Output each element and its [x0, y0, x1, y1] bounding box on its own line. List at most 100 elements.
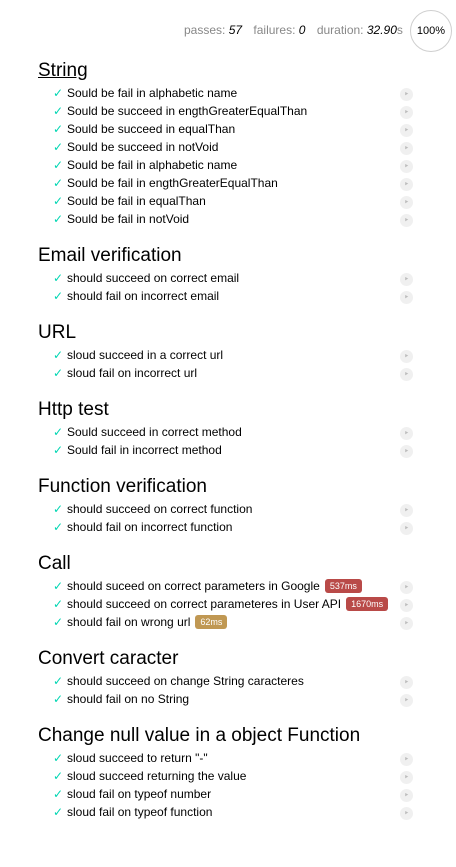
test-title-wrap[interactable]: should succeed on change String caracter…	[67, 672, 304, 690]
test-title[interactable]: sloud fail on typeof number	[67, 787, 212, 801]
test-title[interactable]: Sould succeed in correct method	[67, 425, 242, 439]
test-title[interactable]: should succeed on correct parameteres in…	[67, 597, 342, 611]
test-title-wrap[interactable]: Sould be fail in alphabetic name	[67, 156, 237, 174]
test-title-wrap[interactable]: sloud succeed to return "-"	[67, 749, 208, 767]
replay-icon[interactable]: ‣	[400, 214, 413, 227]
test-title-wrap[interactable]: Sould be succeed in engthGreaterEqualTha…	[67, 102, 307, 120]
replay-icon[interactable]: ‣	[400, 599, 413, 612]
test-title[interactable]: should fail on no String	[67, 692, 190, 706]
replay-icon[interactable]: ‣	[400, 196, 413, 209]
test-title-wrap[interactable]: Sould be fail in equalThan	[67, 192, 206, 210]
test-title[interactable]: should fail on wrong url	[67, 615, 191, 629]
test-title-wrap[interactable]: sloud succeed returning the value	[67, 767, 246, 785]
test-title[interactable]: sloud succeed returning the value	[67, 769, 247, 783]
replay-icon[interactable]: ‣	[400, 694, 413, 707]
replay-icon[interactable]: ‣	[400, 124, 413, 137]
test-title[interactable]: Sould fail in incorrect method	[67, 443, 222, 457]
test-title-wrap[interactable]: Sould succeed in correct method	[67, 423, 242, 441]
replay-icon[interactable]: ‣	[400, 676, 413, 689]
replay-icon[interactable]: ‣	[400, 771, 413, 784]
test-row: ✓should succeed on correct function‣	[38, 500, 418, 518]
test-title-wrap[interactable]: Sould be succeed in notVoid	[67, 138, 218, 156]
replay-icon[interactable]: ‣	[400, 445, 413, 458]
test-title[interactable]: Sould be fail in engthGreaterEqualThan	[67, 176, 278, 190]
checkmark-icon: ✓	[53, 751, 64, 765]
suite-title[interactable]: Email verification	[38, 245, 182, 266]
suite-title[interactable]: String	[38, 60, 88, 81]
suite-title[interactable]: URL	[38, 322, 77, 343]
test-title[interactable]: Sould be succeed in notVoid	[67, 140, 219, 154]
test-row: ✓sloud fail on typeof number‣	[38, 785, 418, 803]
replay-icon[interactable]: ‣	[400, 106, 413, 119]
test-title[interactable]: should succeed on correct email	[67, 271, 240, 285]
replay-icon[interactable]: ‣	[400, 88, 413, 101]
replay-icon[interactable]: ‣	[400, 178, 413, 191]
test-row: ✓should succeed on correct parameteres i…	[38, 595, 418, 613]
test-title[interactable]: should fail on incorrect function	[67, 520, 233, 534]
replay-icon[interactable]: ‣	[400, 291, 413, 304]
test-title-wrap[interactable]: should succeed on correct email	[67, 269, 239, 287]
test-title[interactable]: Sould be succeed in engthGreaterEqualTha…	[67, 104, 308, 118]
test-row: ✓Sould be succeed in notVoid ‣	[38, 138, 418, 156]
test-title-wrap[interactable]: should succeed on correct parameteres in…	[67, 595, 389, 613]
suite-title[interactable]: Function verification	[38, 476, 207, 497]
suite-title[interactable]: Convert caracter	[38, 648, 179, 669]
test-title-wrap[interactable]: sloud succeed in a correct url	[67, 346, 223, 364]
suite-title[interactable]: Http test	[38, 399, 109, 420]
test-title[interactable]: should suceed on correct parameters in G…	[67, 579, 320, 593]
test-title-wrap[interactable]: Sould be succeed in equalThan	[67, 120, 235, 138]
test-title-wrap[interactable]: should fail on incorrect function	[67, 518, 232, 536]
replay-icon[interactable]: ‣	[400, 350, 413, 363]
checkmark-icon: ✓	[53, 176, 64, 190]
test-title[interactable]: Sould be fail in alphabetic name	[67, 86, 238, 100]
test-title-wrap[interactable]: should succeed on correct function	[67, 500, 252, 518]
test-title-wrap[interactable]: should suceed on correct parameters in G…	[67, 577, 362, 595]
test-title-wrap[interactable]: Sould be fail in engthGreaterEqualThan	[67, 174, 278, 192]
test-row: ✓Sould succeed in correct method‣	[38, 423, 418, 441]
replay-icon[interactable]: ‣	[400, 160, 413, 173]
checkmark-icon: ✓	[53, 769, 64, 783]
test-title[interactable]: sloud fail on incorrect url	[67, 366, 198, 380]
test-title-wrap[interactable]: should fail on incorrect email	[67, 287, 219, 305]
checkmark-icon: ✓	[53, 104, 64, 118]
test-row: ✓Sould be succeed in engthGreaterEqualTh…	[38, 102, 418, 120]
replay-icon[interactable]: ‣	[400, 753, 413, 766]
test-title[interactable]: Sould be succeed in equalThan	[67, 122, 236, 136]
test-title[interactable]: sloud fail on typeof function	[67, 805, 213, 819]
test-title-wrap[interactable]: sloud fail on typeof number	[67, 785, 211, 803]
checkmark-icon: ✓	[53, 692, 64, 706]
checkmark-icon: ✓	[53, 366, 64, 380]
test-title[interactable]: sloud succeed to return "-"	[67, 751, 208, 765]
replay-icon[interactable]: ‣	[400, 368, 413, 381]
replay-icon[interactable]: ‣	[400, 273, 413, 286]
checkmark-icon: ✓	[53, 348, 64, 362]
checkmark-icon: ✓	[53, 158, 64, 172]
replay-icon[interactable]: ‣	[400, 142, 413, 155]
test-title-wrap[interactable]: Sould fail in incorrect method	[67, 441, 222, 459]
test-title-wrap[interactable]: sloud fail on incorrect url	[67, 364, 197, 382]
test-title-wrap[interactable]: Sould be fail in alphabetic name	[67, 84, 237, 102]
test-title[interactable]: Sould be fail in alphabetic name	[67, 158, 238, 172]
test-row: ✓Sould be fail in alphabetic name‣	[38, 84, 418, 102]
replay-icon[interactable]: ‣	[400, 581, 413, 594]
test-title[interactable]: should fail on incorrect email	[67, 289, 220, 303]
replay-icon[interactable]: ‣	[400, 789, 413, 802]
replay-icon[interactable]: ‣	[400, 522, 413, 535]
replay-icon[interactable]: ‣	[400, 427, 413, 440]
replay-icon[interactable]: ‣	[400, 617, 413, 630]
test-row: ✓Sould fail in incorrect method‣	[38, 441, 418, 459]
replay-icon[interactable]: ‣	[400, 807, 413, 820]
replay-icon[interactable]: ‣	[400, 504, 413, 517]
test-title-wrap[interactable]: Sould be fail in notVoid	[67, 210, 189, 228]
suite-title[interactable]: Change null value in a object Function	[38, 725, 361, 746]
test-title[interactable]: sloud succeed in a correct url	[67, 348, 224, 362]
suite-title[interactable]: Call	[38, 553, 71, 574]
test-title-wrap[interactable]: should fail on no String	[67, 690, 189, 708]
test-title-wrap[interactable]: sloud fail on typeof function	[67, 803, 212, 821]
test-title[interactable]: Sould be fail in notVoid	[67, 212, 190, 226]
test-title[interactable]: should succeed on change String caracter…	[67, 674, 304, 688]
test-title[interactable]: should succeed on correct function	[67, 502, 253, 516]
checkmark-icon: ✓	[53, 140, 64, 154]
test-title[interactable]: Sould be fail in equalThan	[67, 194, 206, 208]
